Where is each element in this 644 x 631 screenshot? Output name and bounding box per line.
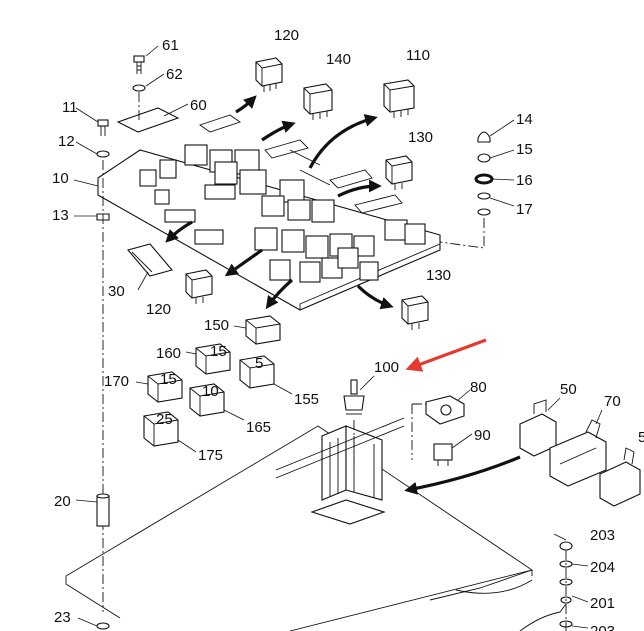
callout-20: 20 bbox=[54, 493, 71, 510]
callout-120-bottom: 120 bbox=[146, 301, 171, 318]
part-90 bbox=[433, 443, 453, 466]
fuse-label: 15 bbox=[160, 371, 177, 388]
fuse-165: 10 bbox=[189, 383, 225, 417]
callout-150: 150 bbox=[204, 317, 229, 334]
callout-13: 13 bbox=[52, 207, 69, 224]
callout-16: 16 bbox=[516, 172, 533, 189]
washer-17b bbox=[477, 208, 491, 216]
callout-160: 160 bbox=[156, 345, 181, 362]
callout-14: 14 bbox=[516, 111, 533, 128]
rail bbox=[275, 417, 405, 479]
callout-204: 204 bbox=[590, 559, 615, 576]
fuse-170: 15 bbox=[147, 371, 183, 403]
standoff-100 bbox=[343, 379, 365, 470]
callout-175: 175 bbox=[198, 447, 223, 464]
callout-203-bottom: 203 bbox=[590, 623, 615, 631]
terminal-70 bbox=[549, 419, 607, 487]
relay-110 bbox=[383, 79, 415, 118]
board-components bbox=[139, 114, 426, 283]
circuit-board bbox=[97, 114, 441, 311]
callout-61: 61 bbox=[162, 37, 179, 54]
callout-23: 23 bbox=[54, 609, 71, 626]
terminal-5x bbox=[599, 447, 641, 507]
relay-130-bottom bbox=[401, 295, 429, 330]
callout-11: 11 bbox=[62, 99, 78, 116]
callout-10: 10 bbox=[52, 170, 69, 187]
connector-30 bbox=[127, 243, 173, 277]
screw-11 bbox=[97, 119, 109, 136]
cap-14 bbox=[477, 131, 491, 143]
callout-155: 155 bbox=[294, 391, 319, 408]
spacer-20 bbox=[96, 493, 110, 527]
relay-120-top bbox=[255, 57, 283, 92]
callout-62: 62 bbox=[166, 66, 183, 83]
fuse-175: 25 bbox=[143, 411, 179, 447]
plate-60 bbox=[116, 107, 180, 133]
callout-60: 60 bbox=[190, 97, 207, 114]
callout-201: 201 bbox=[590, 595, 615, 612]
fuse-label: 5 bbox=[255, 355, 263, 372]
nut-15 bbox=[477, 153, 491, 163]
callout-203: 203 bbox=[590, 527, 615, 544]
callout-5: 5 bbox=[638, 429, 644, 446]
terminal-50 bbox=[519, 399, 557, 457]
part-80 bbox=[425, 395, 465, 425]
fuse-155: 5 bbox=[239, 355, 275, 389]
washer-17a bbox=[477, 192, 491, 200]
callout-15: 15 bbox=[516, 141, 533, 158]
callout-50: 50 bbox=[560, 381, 577, 398]
assembly-arrows bbox=[165, 95, 521, 495]
highlight-arrow bbox=[405, 338, 487, 372]
leader-lines bbox=[73, 45, 603, 629]
callout-30: 30 bbox=[108, 283, 125, 300]
callout-140: 140 bbox=[326, 51, 351, 68]
callout-120-top: 120 bbox=[274, 27, 299, 44]
fuse-label: 25 bbox=[156, 411, 173, 428]
bracket bbox=[310, 425, 386, 525]
callout-90: 90 bbox=[474, 427, 491, 444]
fuse-160: 15 bbox=[195, 343, 231, 375]
nut-203 bbox=[559, 541, 573, 551]
callouts: 120 140 110 130 130 120 61 62 60 11 12 1… bbox=[52, 27, 644, 631]
ground-wire bbox=[519, 603, 567, 631]
relay-140 bbox=[303, 83, 333, 120]
callout-70: 70 bbox=[604, 393, 621, 410]
callout-17: 17 bbox=[516, 201, 533, 218]
callout-80: 80 bbox=[470, 379, 487, 396]
screw-61 bbox=[133, 55, 145, 74]
washer-16 bbox=[474, 173, 494, 185]
red-arrow-icon bbox=[405, 338, 487, 372]
fuse-label: 10 bbox=[202, 383, 219, 400]
callout-110: 110 bbox=[406, 47, 430, 64]
callout-165: 165 bbox=[246, 419, 271, 436]
callout-170: 170 bbox=[104, 373, 129, 390]
callout-100: 100 bbox=[374, 359, 399, 376]
washer-12 bbox=[96, 150, 110, 158]
callout-12: 12 bbox=[58, 133, 75, 150]
fuse-label: 15 bbox=[210, 343, 227, 360]
relay-130-top bbox=[385, 155, 413, 190]
screw-23 bbox=[96, 622, 110, 630]
washer-62 bbox=[132, 84, 146, 92]
callout-130-bottom: 130 bbox=[426, 267, 451, 284]
fuse-150 bbox=[245, 315, 281, 345]
callout-130-top: 130 bbox=[408, 129, 433, 146]
relay-120-bottom bbox=[185, 269, 213, 304]
base-plate bbox=[65, 425, 534, 631]
